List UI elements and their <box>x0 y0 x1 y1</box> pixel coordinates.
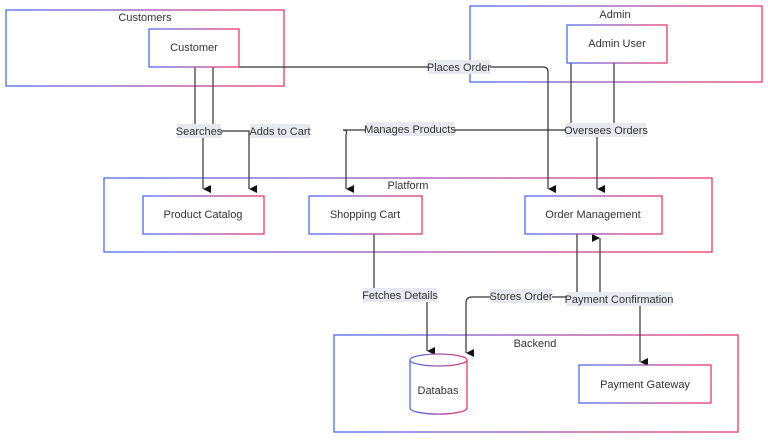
node-customer[interactable]: Customer <box>148 28 240 68</box>
group-admin[interactable]: Admin <box>469 5 763 83</box>
svg-text:Adds to Cart: Adds to Cart <box>249 126 310 138</box>
svg-text:Searches: Searches <box>176 126 223 138</box>
svg-text:Places Order: Places Order <box>427 62 492 74</box>
edge-places-order <box>239 66 556 193</box>
svg-text:Payment Confirmation: Payment Confirmation <box>565 294 674 306</box>
svg-text:Payment Gateway: Payment Gateway <box>600 379 690 391</box>
group-customers[interactable]: Customers <box>5 9 285 87</box>
edge-label-fetches-details: Fetches Details <box>362 288 438 302</box>
node-order-management[interactable]: Order Management <box>524 195 663 235</box>
edge-label-adds-to-cart: Adds to Cart <box>249 124 311 138</box>
svg-text:Product Catalog: Product Catalog <box>164 209 243 221</box>
svg-text:Manages Products: Manages Products <box>364 124 456 136</box>
edge-label-payment-confirmation: Payment Confirmation <box>565 292 674 306</box>
group-platform[interactable]: Platform <box>103 177 713 253</box>
group-admin-title: Admin <box>599 9 630 21</box>
edge-stores-order <box>465 234 578 357</box>
edge-manages-products <box>342 63 572 193</box>
svg-text:Fetches Details: Fetches Details <box>362 290 438 302</box>
svg-text:Order Management: Order Management <box>545 209 640 221</box>
node-payment-gateway[interactable]: Payment Gateway <box>578 364 712 404</box>
svg-text:Admin User: Admin User <box>588 38 646 50</box>
svg-text:Databas: Databas <box>418 385 459 397</box>
node-admin-user[interactable]: Admin User <box>566 24 668 64</box>
edge-label-searches: Searches <box>176 124 223 138</box>
edge-label-oversees-orders: Oversees Orders <box>564 123 648 137</box>
node-database[interactable]: Databas <box>409 353 468 415</box>
svg-text:Oversees Orders: Oversees Orders <box>564 125 648 137</box>
node-product-catalog[interactable]: Product Catalog <box>142 195 265 235</box>
edge-adds-to-cart <box>212 67 257 193</box>
group-customers-title: Customers <box>118 12 172 24</box>
svg-text:Stores Order: Stores Order <box>490 291 553 303</box>
svg-text:Shopping Cart: Shopping Cart <box>330 209 400 221</box>
group-backend-title: Backend <box>514 338 557 350</box>
group-platform-title: Platform <box>388 180 429 192</box>
edge-label-places-order: Places Order <box>427 60 492 74</box>
edge-label-stores-order: Stores Order <box>490 289 553 303</box>
svg-text:Customer: Customer <box>170 42 218 54</box>
group-backend[interactable]: Backend <box>333 334 739 433</box>
node-shopping-cart[interactable]: Shopping Cart <box>308 195 423 235</box>
edge-label-manages-products: Manages Products <box>364 122 456 136</box>
